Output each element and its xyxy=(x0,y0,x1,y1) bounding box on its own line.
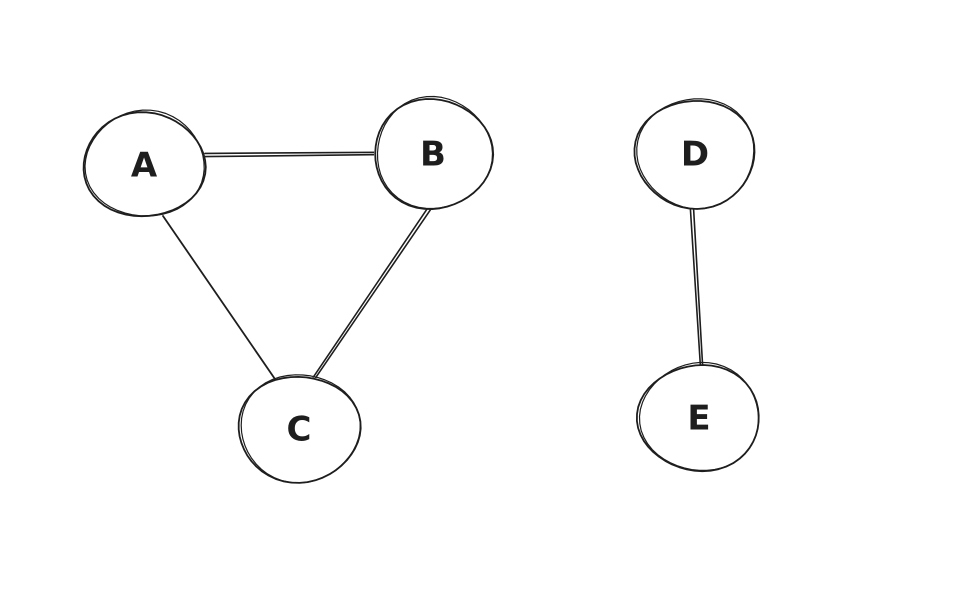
node-e-label: E xyxy=(687,399,710,439)
node-e: E xyxy=(636,361,760,473)
node-b: B xyxy=(374,95,495,210)
node-d: D xyxy=(633,98,756,210)
node-b-outline-sketch xyxy=(376,95,494,210)
node-d-outline-sketch xyxy=(636,98,755,210)
node-a: A xyxy=(82,109,207,218)
node-a-label: A xyxy=(131,146,158,186)
node-c: C xyxy=(237,374,362,484)
node-c-fill xyxy=(238,376,360,482)
node-e-outline-sketch xyxy=(638,361,760,471)
edge-a-b xyxy=(204,151,383,158)
edge-d-e xyxy=(689,208,704,367)
node-a-fill xyxy=(83,113,205,217)
node-c-label: C xyxy=(287,410,312,450)
node-a-outline-sketch xyxy=(84,109,205,217)
node-d-label: D xyxy=(681,135,709,175)
node-b-fill xyxy=(374,99,492,209)
node-c-outline-sketch xyxy=(240,374,361,484)
node-d-fill xyxy=(635,100,755,208)
nodes-layer: A B C D E xyxy=(82,95,760,484)
node-e-fill xyxy=(638,365,760,471)
edges-layer xyxy=(162,151,704,383)
edge-a-c xyxy=(162,215,278,383)
edge-b-c xyxy=(311,207,432,381)
node-b-label: B xyxy=(420,135,446,175)
